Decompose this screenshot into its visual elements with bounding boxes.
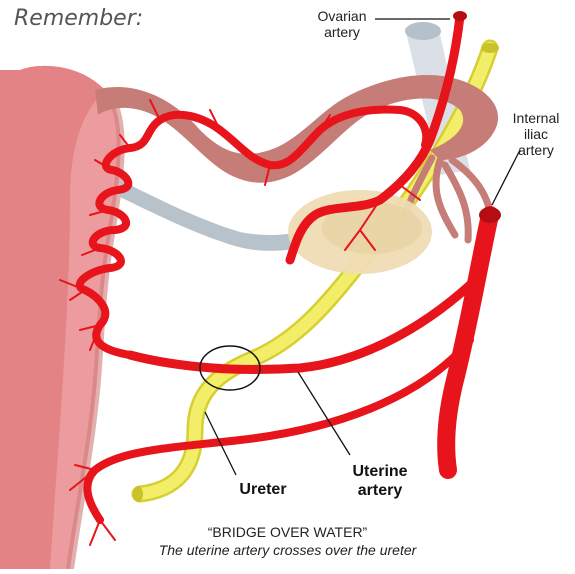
uterine-artery-label-line1: Uterine [335,462,425,481]
ureter-label: Ureter [228,480,298,499]
ureter-top-end [481,43,499,53]
ovarian-artery-end [453,11,467,21]
ovarian-artery-label: Ovarian artery [310,8,374,40]
internal-iliac-label-line1: Internal [500,110,572,126]
uterine-artery-label-line2: artery [335,481,425,500]
uterine-artery-leader [298,372,350,455]
internal-iliac-label-line2: iliac [500,126,572,142]
internal-iliac-artery-end [479,207,501,223]
internal-iliac-artery-label: Internal iliac artery [500,110,572,158]
internal-iliac-leader [492,150,520,205]
ovarian-ligament [118,180,300,251]
uterine-artery-label: Uterine artery [335,462,425,500]
internal-iliac-label-line3: artery [500,142,572,158]
caption-title: “BRIDGE OVER WATER” [0,524,575,540]
ovarian-artery-label-line2: artery [310,24,374,40]
ovarian-artery-label-line1: Ovarian [310,8,374,24]
ureter-bottom-end [133,486,143,502]
remember-heading: Remember: [14,6,143,31]
caption-subtitle: The uterine artery crosses over the uret… [0,542,575,558]
ovarian-vessel-sheath-top [405,22,441,40]
